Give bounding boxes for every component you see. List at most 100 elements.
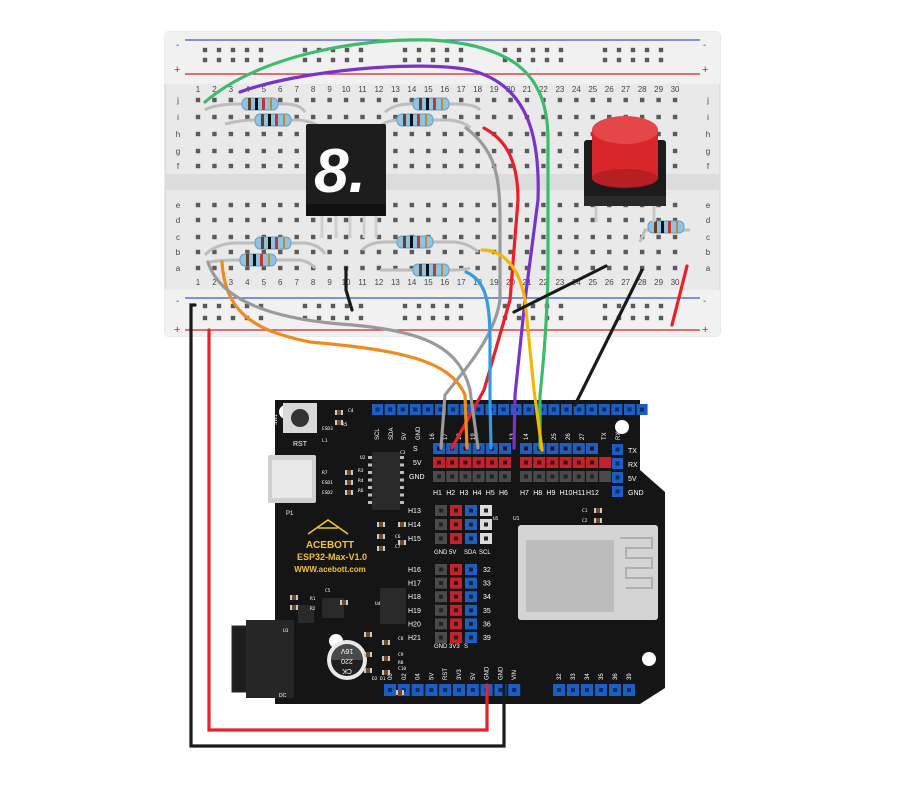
grid-hole <box>261 131 266 137</box>
column-number-top: 15 <box>424 85 433 94</box>
board-label: L1 <box>322 438 328 444</box>
grid-hole <box>475 217 480 223</box>
column-number-top: 17 <box>457 85 466 94</box>
board-label: TX <box>602 432 608 440</box>
board-label: C6 <box>395 534 401 540</box>
board-label: H17 <box>408 581 421 588</box>
grid-hole <box>557 202 563 208</box>
grid-hole <box>409 163 415 169</box>
board-label: H21 <box>408 635 421 642</box>
grid-hole <box>607 249 612 255</box>
grid-hole <box>475 114 480 120</box>
rail-minus-label-bl: - <box>176 296 179 307</box>
wires <box>189 38 689 748</box>
board-label: SCL <box>375 428 381 440</box>
ic-chip-u2 <box>368 452 404 510</box>
board-label: 04 <box>416 673 422 680</box>
dc-label: DC <box>279 693 287 699</box>
grid-hole <box>409 202 415 208</box>
rail-hole <box>302 47 308 53</box>
board-label: 35 <box>483 608 491 615</box>
column-number-top: 28 <box>638 85 647 94</box>
board-label: 16 <box>430 433 436 440</box>
rail-hole <box>430 57 436 63</box>
rail-hole <box>658 303 664 309</box>
board-label: GND <box>409 474 425 481</box>
rail-hole <box>244 57 250 63</box>
electrolytic-capacitor: CK 220 16V <box>327 640 367 680</box>
grid-hole <box>491 202 497 208</box>
grid-hole <box>459 249 464 255</box>
rail-hole <box>230 57 236 63</box>
column-number-top: 19 <box>490 85 499 94</box>
grid-hole <box>541 234 546 240</box>
column-number-bottom: 4 <box>245 278 250 287</box>
rail-hole <box>516 315 522 321</box>
rail-hole <box>202 303 208 309</box>
grid-hole <box>491 97 497 103</box>
board-label: 5V <box>628 476 637 483</box>
wire-red-power <box>207 328 489 732</box>
grid-hole <box>459 97 464 103</box>
dc-jack[interactable] <box>231 620 294 698</box>
grid-hole <box>228 265 234 271</box>
grid-hole <box>459 148 464 154</box>
grid-hole <box>195 114 201 120</box>
grid-hole <box>294 114 299 120</box>
board-label: R1 <box>310 596 316 602</box>
grid-hole <box>393 163 398 169</box>
rail-hole <box>530 57 536 63</box>
row-letter: c <box>706 233 710 242</box>
column-number-top: 11 <box>358 85 367 94</box>
board-label: H9 <box>546 490 555 497</box>
column-number-bottom: 23 <box>555 278 564 287</box>
rail-hole <box>216 303 222 309</box>
column-number-top: 20 <box>506 85 515 94</box>
board-label: 33 <box>571 673 577 680</box>
grid-hole <box>195 217 201 223</box>
grid-hole <box>656 131 661 137</box>
wire-black-power <box>189 303 506 748</box>
board-label: 5V <box>449 550 456 556</box>
board-label: C2 <box>582 518 588 524</box>
cap-text-3: 16V <box>340 647 353 654</box>
board-headers <box>372 404 648 696</box>
row-letter: d <box>706 216 710 225</box>
rail-hole <box>416 47 422 53</box>
grid-hole <box>524 249 530 255</box>
rail-hole <box>558 57 564 63</box>
grid-hole <box>376 249 382 255</box>
grid-hole <box>327 217 332 223</box>
grid-hole <box>360 265 365 271</box>
wire-purple <box>238 64 540 450</box>
board-label: U3 <box>283 628 289 634</box>
rail-hole <box>430 303 436 309</box>
rail-hole <box>302 303 308 309</box>
grid-hole <box>228 249 234 255</box>
column-number-bottom: 11 <box>358 278 367 287</box>
wire-black-1 <box>344 266 354 312</box>
header-pin <box>599 457 612 468</box>
column-number-bottom: 8 <box>311 278 316 287</box>
push-button[interactable] <box>584 116 666 222</box>
reset-button[interactable] <box>283 403 317 433</box>
resistor-3 <box>384 97 482 114</box>
grid-hole <box>656 114 661 120</box>
cap-text-2: 220 <box>341 657 353 664</box>
rail-hole <box>658 47 664 53</box>
board-label: R2 <box>310 606 316 612</box>
usb-c-port[interactable] <box>268 455 316 503</box>
grid-hole <box>524 217 530 223</box>
board-label: GND <box>498 666 504 680</box>
seven-segment-display: 8. <box>306 124 386 238</box>
grid-hole <box>508 265 513 271</box>
rail-hole <box>258 47 264 53</box>
rail-hole <box>658 315 664 321</box>
row-letter: f <box>707 162 710 171</box>
grid-hole <box>459 217 464 223</box>
grid-hole <box>261 148 266 154</box>
grid-hole <box>557 131 563 137</box>
rail-plus-label-tr: + <box>702 64 708 76</box>
rail-hole <box>458 57 464 63</box>
